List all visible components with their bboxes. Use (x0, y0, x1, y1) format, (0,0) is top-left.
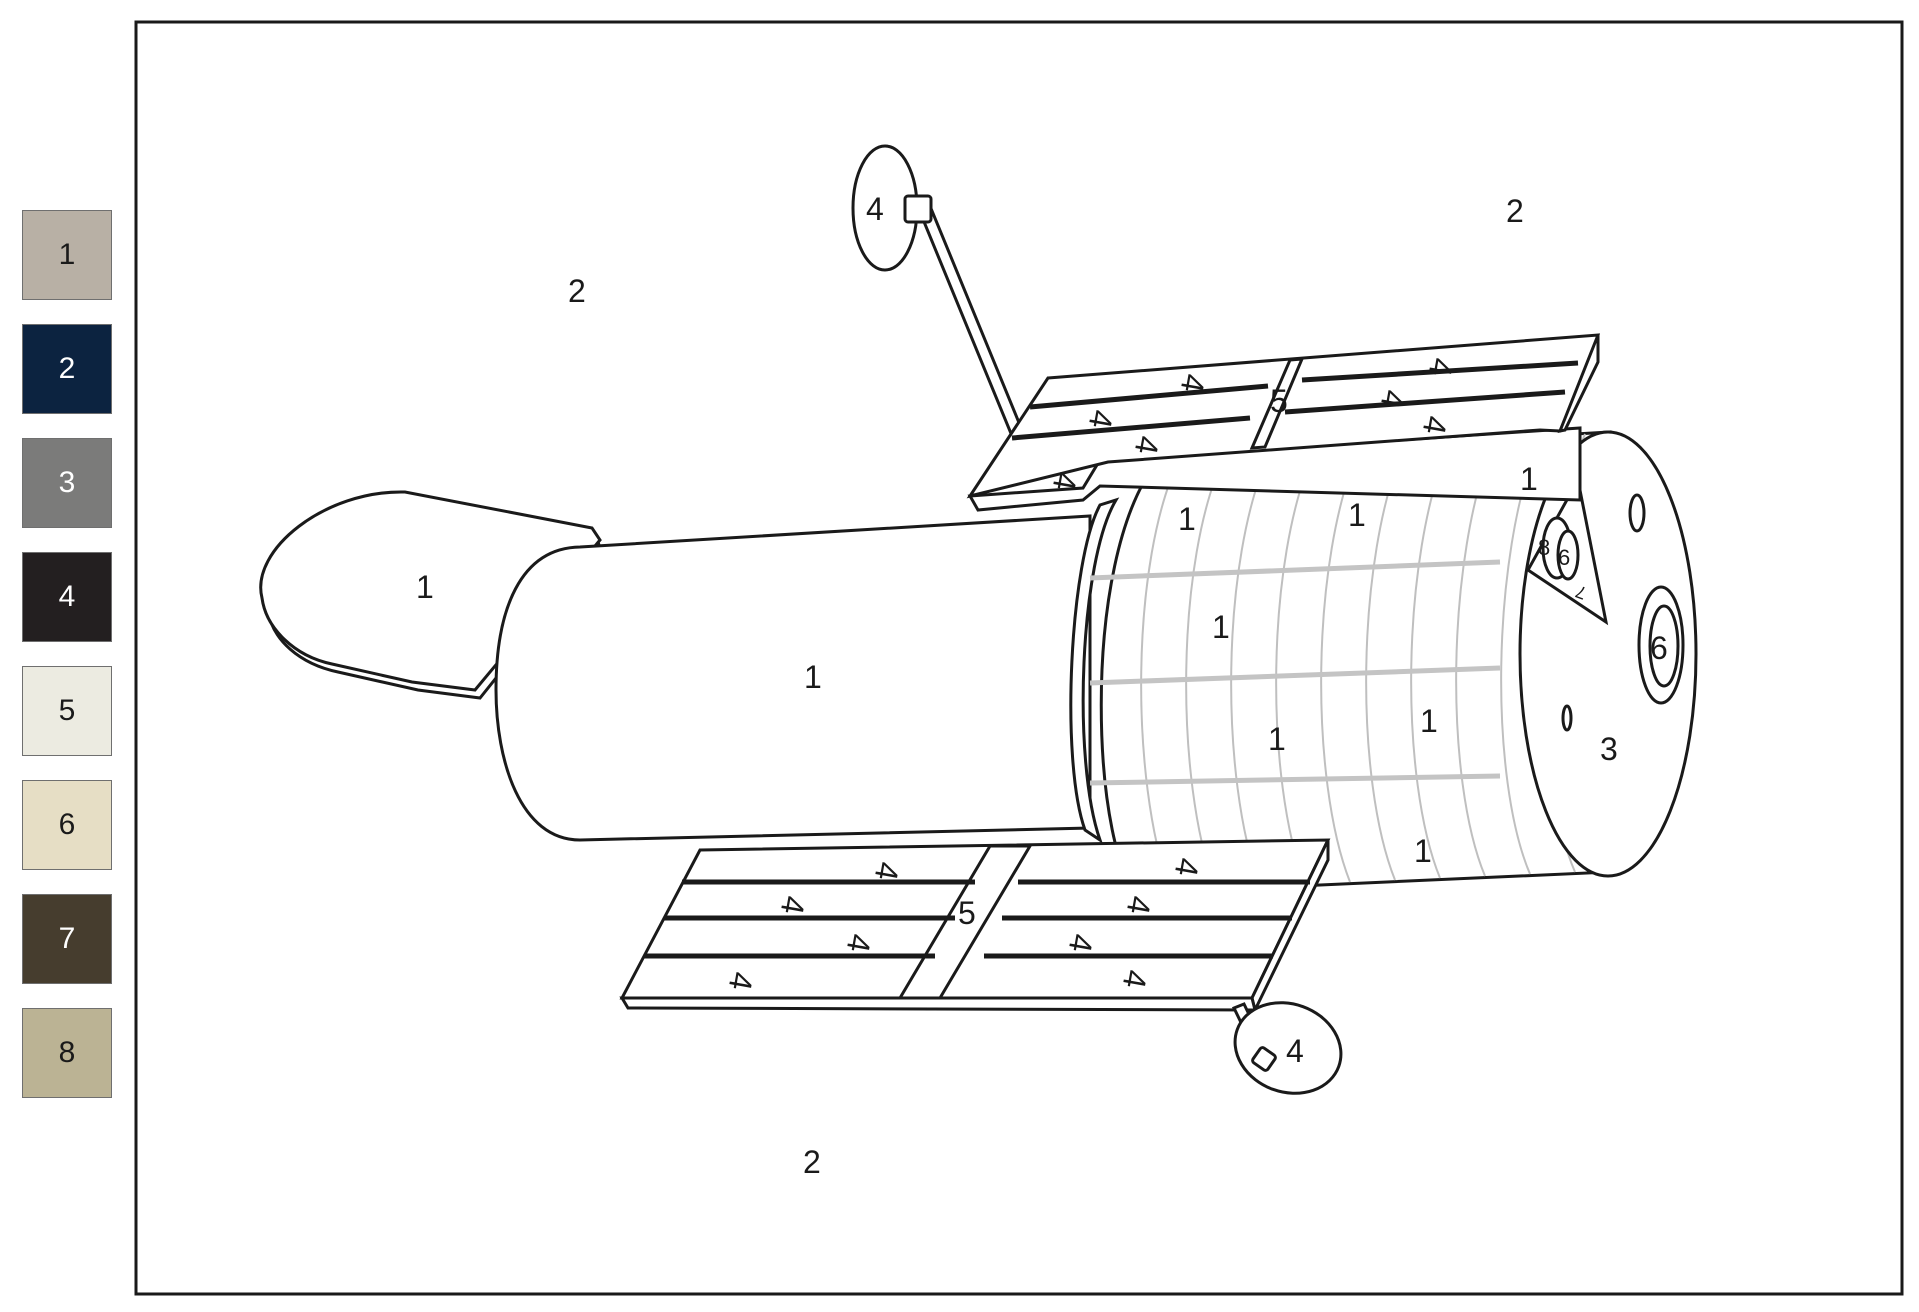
drawing-frame (134, 20, 1904, 1296)
main-tube[interactable] (494, 514, 1092, 842)
end-cap-oval-top (1628, 493, 1646, 533)
label-end-port-large: 6 (1650, 630, 1668, 666)
bottom-antenna-dish[interactable] (1222, 988, 1354, 1108)
label-top-cell: 4 (1422, 355, 1461, 379)
bottom-antenna[interactable] (1222, 988, 1354, 1108)
label-body-upper-b: 1 (1348, 497, 1366, 533)
label-top-cell: 4 (1128, 433, 1167, 457)
label-top-cell: 4 (1374, 387, 1413, 411)
end-cap-port-6-small[interactable] (1556, 529, 1580, 581)
top-panel-dividers (1011, 360, 1579, 441)
bottom-antenna-mount (1251, 1046, 1277, 1072)
label-end-cap: 3 (1600, 731, 1618, 767)
label-top-cell: 4 (1174, 371, 1213, 395)
label-top-cell: 4 (1046, 469, 1085, 493)
top-panel-strut[interactable] (1249, 357, 1305, 450)
label-space-top-left: 2 (568, 273, 586, 309)
label-space-top-right: 2 (1506, 193, 1524, 229)
label-bottom-strut: 5 (958, 895, 976, 931)
region-labels: 2 2 2 1 1 1 1 1 1 1 1 1 3 6 8 6 7 4 4 5 … (416, 191, 1668, 1180)
label-space-bottom: 2 (803, 1144, 821, 1180)
label-body-lower-c: 1 (1414, 833, 1432, 869)
label-body-lower-b: 1 (1420, 703, 1438, 739)
label-body-upper-c: 1 (1520, 461, 1538, 497)
bottom-panel-strut[interactable] (897, 844, 1033, 1000)
top-solar-array[interactable] (966, 333, 1601, 512)
label-body-lower-a: 1 (1268, 721, 1286, 757)
label-bottom-cell: 4 (722, 969, 761, 993)
label-antenna-bottom: 4 (1286, 1033, 1304, 1069)
bottom-solar-array[interactable] (619, 838, 1331, 1015)
end-cap[interactable] (1518, 430, 1698, 878)
end-cap-port-6[interactable] (1648, 604, 1680, 688)
label-bottom-cell: 4 (774, 893, 813, 917)
palette-swatch-6[interactable]: 6 (22, 780, 112, 870)
bottom-panel-dividers (644, 879, 1310, 959)
label-bottom-cell: 4 (840, 931, 879, 955)
label-bottom-cell: 4 (1168, 855, 1207, 879)
top-panel-edge (1557, 334, 1600, 434)
label-antenna-top: 4 (866, 191, 884, 227)
label-bottom-cell: 4 (868, 859, 907, 883)
label-top-cell: 4 (1416, 413, 1455, 437)
equipment-section[interactable] (1069, 430, 1612, 895)
top-antenna[interactable] (851, 144, 1024, 439)
label-end-port-8: 8 (1538, 535, 1550, 560)
label-bottom-cell: 4 (1062, 931, 1101, 955)
label-body-mid: 1 (1212, 609, 1230, 645)
top-panel-rim (967, 426, 1582, 512)
label-bottom-cell: 4 (1116, 967, 1155, 991)
label-tube-body: 1 (804, 659, 822, 695)
end-cap-oval-bottom (1561, 704, 1573, 732)
label-aperture-door: 1 (416, 569, 434, 605)
bottom-panel-rim (619, 996, 1257, 1012)
equipment-section-bands (1089, 559, 1501, 786)
label-bottom-cell: 4 (1120, 893, 1159, 917)
label-body-upper-a: 1 (1178, 501, 1196, 537)
label-end-port-6: 6 (1558, 545, 1570, 570)
label-top-cell: 4 (1082, 407, 1121, 431)
top-antenna-mount (903, 194, 933, 224)
label-top-strut: 5 (1270, 383, 1288, 419)
